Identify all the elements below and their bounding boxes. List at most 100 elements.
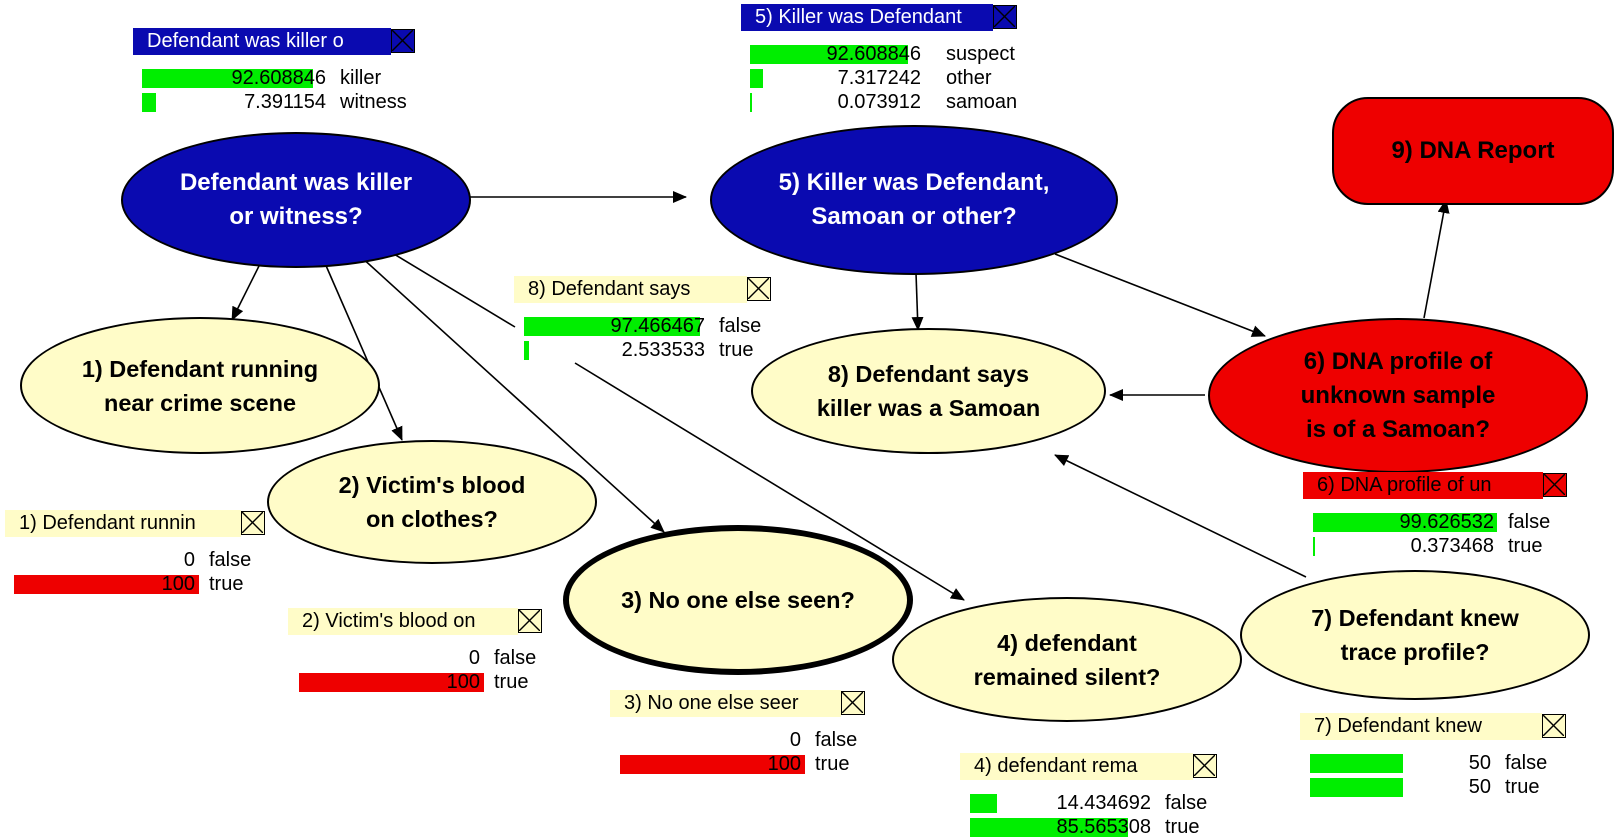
node-label: 7) Defendant knew trace profile? bbox=[1311, 605, 1519, 665]
edge-n0-n3 bbox=[359, 255, 665, 533]
probability-value: 0.373468 bbox=[1410, 535, 1494, 557]
probability-bar bbox=[1313, 513, 1498, 532]
probability-value: 85.565308 bbox=[1056, 816, 1151, 838]
node-label: 5) Killer was Defendant, Samoan or other… bbox=[778, 169, 1050, 230]
node-dna-profile-samoan[interactable]: 6) DNA profile of unknown sample is of a… bbox=[1208, 318, 1588, 473]
node-no-one-else-seen[interactable]: 3) No one else seen? bbox=[563, 525, 913, 675]
probability-bar bbox=[524, 317, 701, 336]
probability-value: 50 bbox=[1468, 752, 1491, 774]
state-label: false bbox=[1508, 511, 1551, 533]
node-defendant-running[interactable]: 1) Defendant running near crime scene bbox=[20, 317, 380, 454]
monitor-title: 5) Killer was Defendant bbox=[741, 4, 993, 31]
state-label: false bbox=[494, 647, 537, 669]
probability-value: 0.073912 bbox=[837, 91, 921, 113]
probability-bar bbox=[142, 69, 314, 88]
probability-value: 99.626532 bbox=[1399, 511, 1494, 533]
probability-value: 97.466467 bbox=[610, 315, 705, 337]
probability-bar bbox=[299, 673, 484, 692]
node-victims-blood[interactable]: 2) Victim's blood on clothes? bbox=[267, 440, 597, 564]
monitor-title: 8) Defendant says bbox=[514, 276, 747, 303]
probability-value: 0 bbox=[468, 647, 480, 669]
probability-value: 92.608846 bbox=[231, 67, 326, 89]
node-dna-report[interactable]: 9) DNA Report bbox=[1332, 97, 1614, 205]
close-icon[interactable] bbox=[1542, 714, 1566, 738]
probability-bar bbox=[524, 341, 529, 360]
probability-value: 100 bbox=[767, 753, 801, 775]
state-label: true bbox=[815, 753, 850, 775]
probability-value: 7.317242 bbox=[837, 67, 921, 89]
state-label: true bbox=[209, 573, 244, 595]
edge-n5-n6 bbox=[1054, 253, 1266, 337]
close-icon[interactable] bbox=[1193, 754, 1217, 778]
node-label: 2) Victim's blood on clothes? bbox=[338, 472, 526, 532]
monitor-title: 3) No one else seer bbox=[610, 690, 841, 717]
node-defendant-killer-or-witness[interactable]: Defendant was killer or witness? bbox=[121, 132, 471, 268]
edge-n0-n4b bbox=[574, 362, 965, 601]
state-label: true bbox=[1165, 816, 1200, 838]
probability-value: 0 bbox=[789, 729, 801, 751]
state-label: false bbox=[719, 315, 762, 337]
edge-n7-n8 bbox=[1054, 454, 1307, 578]
state-label: other bbox=[946, 67, 992, 89]
state-label: false bbox=[1165, 792, 1208, 814]
probability-value: 2.533533 bbox=[621, 339, 705, 361]
node-label: 4) defendant remained silent? bbox=[973, 629, 1161, 690]
close-icon[interactable] bbox=[1543, 473, 1567, 497]
node-label: 3) No one else seen? bbox=[621, 587, 855, 613]
close-icon[interactable] bbox=[993, 5, 1017, 29]
probability-value: 7.391154 bbox=[244, 91, 326, 113]
monitor-title: Defendant was killer o bbox=[133, 28, 391, 55]
probability-bar bbox=[970, 818, 1129, 837]
close-icon[interactable] bbox=[391, 29, 415, 53]
state-label: true bbox=[1508, 535, 1543, 557]
state-label: false bbox=[209, 549, 252, 571]
edge-n0-n1 bbox=[231, 259, 263, 321]
probability-value: 100 bbox=[161, 573, 195, 595]
state-label: true bbox=[1505, 776, 1540, 798]
probability-value: 92.608846 bbox=[826, 43, 921, 65]
monitor-title: 4) defendant rema bbox=[960, 753, 1193, 780]
monitor-title: 6) DNA profile of un bbox=[1303, 472, 1543, 499]
probability-bar bbox=[142, 93, 156, 112]
probability-value: 100 bbox=[446, 671, 480, 693]
state-label: false bbox=[1505, 752, 1548, 774]
node-defendant-says-samoan[interactable]: 8) Defendant says killer was a Samoan bbox=[751, 328, 1106, 454]
probability-value: 14.434692 bbox=[1056, 792, 1151, 814]
node-label: Defendant was killer or witness? bbox=[179, 169, 413, 230]
state-label: suspect bbox=[946, 43, 1015, 65]
close-icon[interactable] bbox=[841, 691, 865, 715]
state-label: killer bbox=[340, 67, 382, 89]
edge-n5-n8 bbox=[911, 272, 924, 331]
node-defendant-knew-trace[interactable]: 7) Defendant knew trace profile? bbox=[1240, 570, 1590, 700]
state-label: true bbox=[719, 339, 754, 361]
probability-bar bbox=[1310, 754, 1403, 773]
probability-bar bbox=[750, 45, 909, 64]
probability-bar bbox=[970, 794, 997, 813]
probability-value: 0 bbox=[183, 549, 195, 571]
probability-bar bbox=[620, 755, 805, 774]
node-defendant-remained-silent[interactable]: 4) defendant remained silent? bbox=[892, 597, 1242, 722]
monitor-title: 7) Defendant knew bbox=[1300, 713, 1542, 740]
probability-bar bbox=[750, 93, 752, 112]
state-label: false bbox=[815, 729, 858, 751]
node-label: 1) Defendant running near crime scene bbox=[81, 355, 319, 416]
node-label: 9) DNA Report bbox=[1391, 137, 1555, 164]
monitor-title: 1) Defendant runnin bbox=[5, 510, 241, 537]
state-label: true bbox=[494, 671, 529, 693]
state-label: witness bbox=[340, 91, 407, 113]
probability-bar bbox=[750, 69, 763, 88]
edge-n6-n9 bbox=[1423, 199, 1450, 319]
edge-n0-n4a bbox=[383, 247, 516, 328]
state-label: samoan bbox=[946, 91, 1018, 113]
close-icon[interactable] bbox=[241, 511, 265, 535]
node-killer-was-defendant[interactable]: 5) Killer was Defendant, Samoan or other… bbox=[710, 125, 1118, 275]
probability-value: 50 bbox=[1468, 776, 1491, 798]
node-label: 8) Defendant says killer was a Samoan bbox=[816, 361, 1041, 421]
monitor-title: 2) Victim's blood on bbox=[288, 608, 518, 635]
node-label: 6) DNA profile of unknown sample is of a… bbox=[1300, 347, 1496, 443]
probability-bar bbox=[1313, 537, 1315, 556]
close-icon[interactable] bbox=[747, 277, 771, 301]
close-icon[interactable] bbox=[518, 609, 542, 633]
probability-bar bbox=[14, 575, 199, 594]
